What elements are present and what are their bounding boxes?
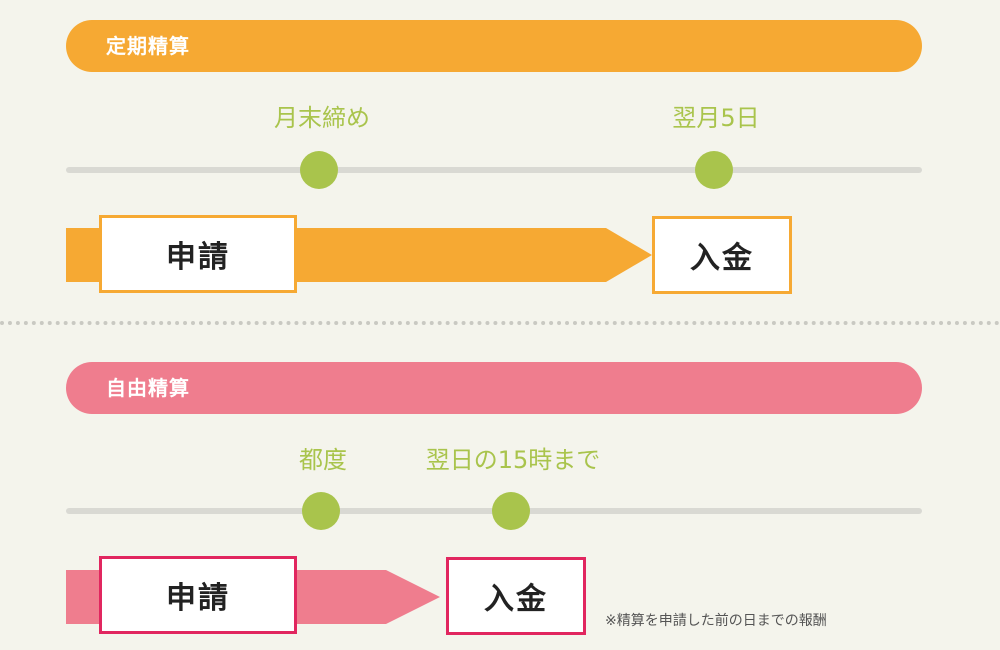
section-divider (0, 321, 1000, 325)
deposit-box-free: 入金 (446, 557, 586, 635)
section-title-free: 自由精算 (106, 376, 190, 400)
timeline-regular (66, 167, 922, 173)
section-header-free: 自由精算 (66, 362, 922, 414)
timeline-dot-month-end (300, 151, 338, 189)
deposit-box-regular: 入金 (652, 216, 792, 294)
milestone-label-next-day-15h: 翌日の15時まで (425, 446, 601, 474)
milestone-label-each-time: 都度 (299, 446, 347, 474)
timeline-dot-next-month-5th (695, 151, 733, 189)
apply-box-free: 申請 (99, 556, 297, 634)
footnote: ※精算を申請した前の日までの報酬 (605, 613, 827, 629)
milestone-label-next-month-5th: 翌月5日 (672, 104, 760, 132)
timeline-dot-each-time (302, 492, 340, 530)
milestone-label-month-end: 月末締め (274, 104, 370, 132)
timeline-dot-next-day-15h (492, 492, 530, 530)
apply-box-regular: 申請 (99, 215, 297, 293)
section-header-regular: 定期精算 (66, 20, 922, 72)
section-title-regular: 定期精算 (106, 34, 190, 58)
